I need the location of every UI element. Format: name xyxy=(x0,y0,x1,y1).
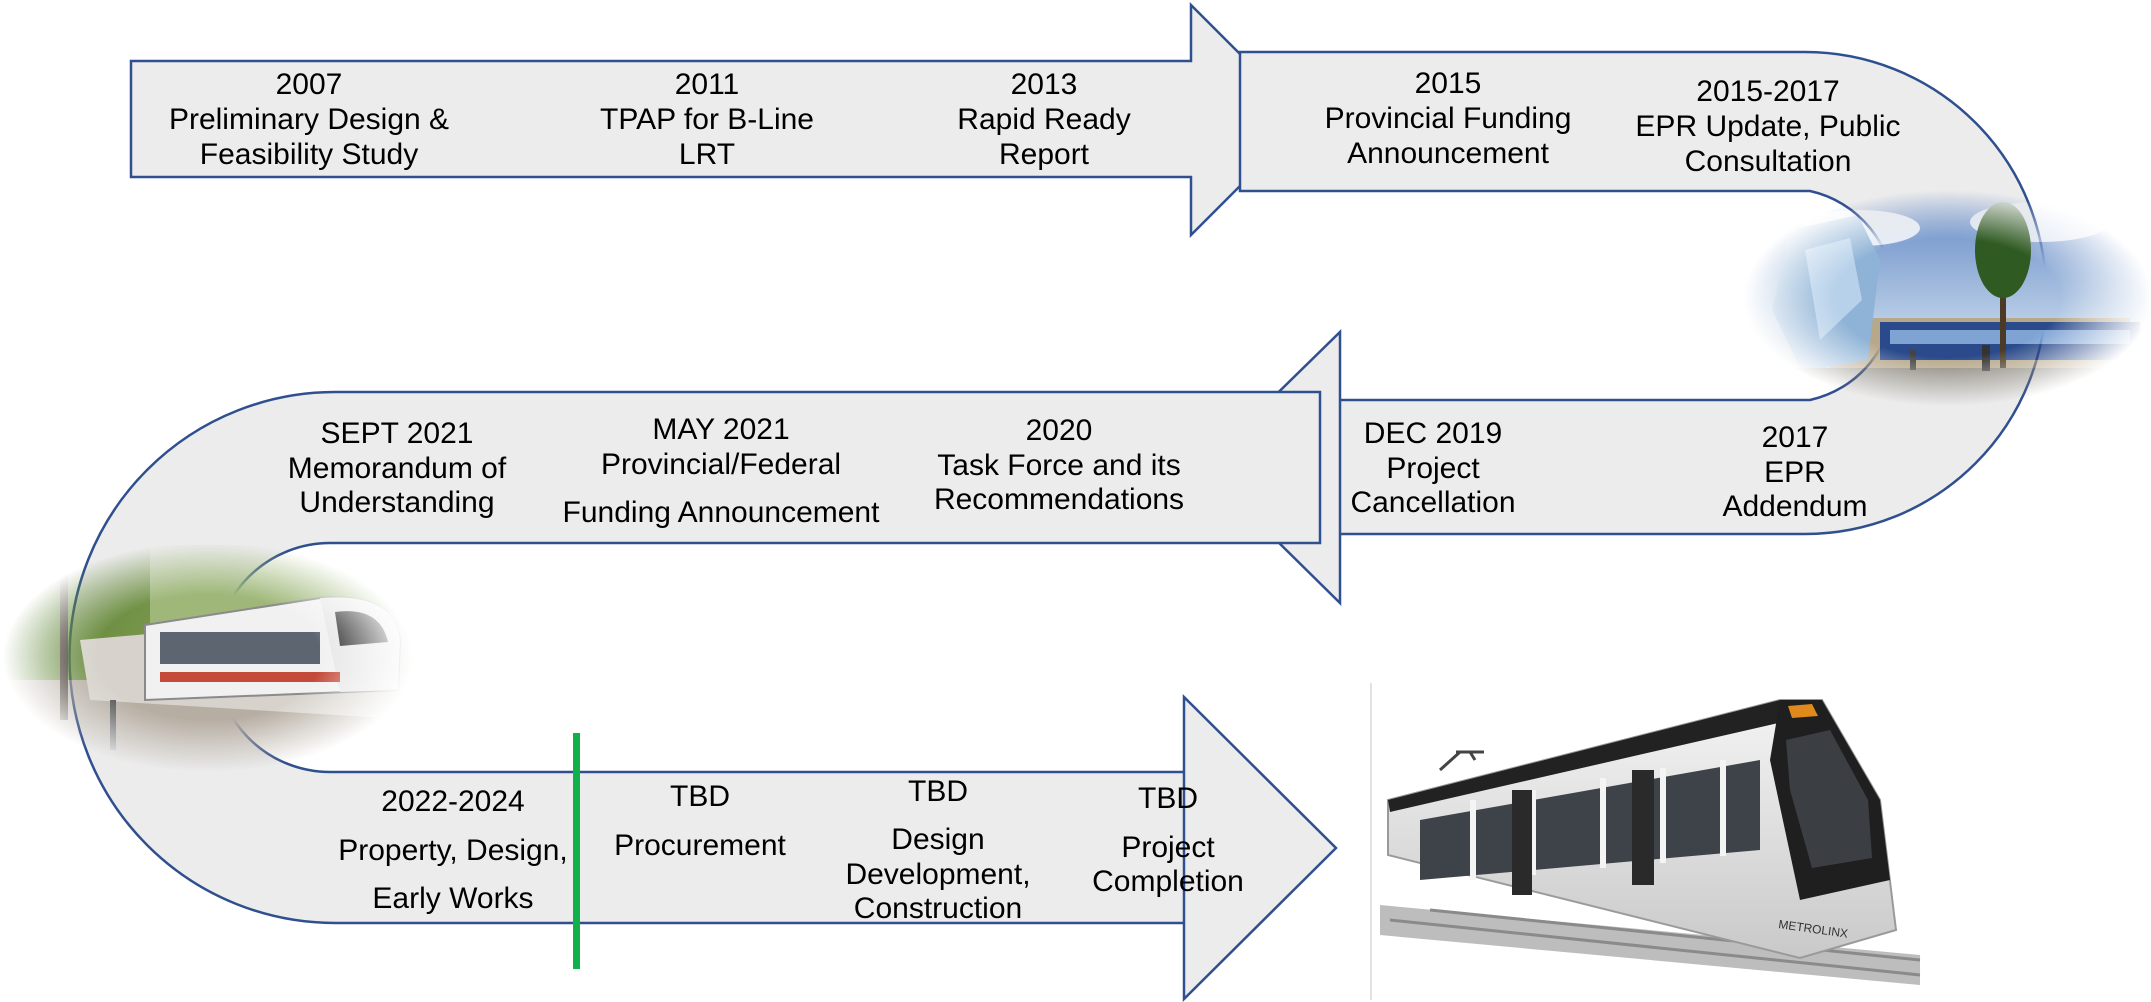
milestone-tbd-design: TBD Design Development, Construction xyxy=(845,775,1030,925)
current-progress-marker xyxy=(573,733,580,969)
milestone-tbd-design-line3: Construction xyxy=(854,892,1022,925)
train-render: METROLINX xyxy=(1370,683,1921,1000)
milestone-2022-2024-line1: Property, Design, xyxy=(338,834,568,867)
milestone-2015-2017: 2015-2017 EPR Update, Public Consultatio… xyxy=(1635,75,1900,178)
milestone-may-2021-year: MAY 2021 xyxy=(652,413,789,446)
milestone-2007-line1: Preliminary Design & xyxy=(169,103,449,136)
milestone-may-2021-line2: Funding Announcement xyxy=(563,496,881,529)
milestone-tbd-design-line1: Design xyxy=(891,823,984,856)
milestone-tbd-design-year: TBD xyxy=(908,775,968,808)
milestone-may-2021: MAY 2021 Provincial/Federal Funding Anno… xyxy=(563,413,881,529)
milestone-tbd-completion-line1: Project xyxy=(1121,831,1215,864)
milestone-2022-2024: 2022-2024 Property, Design, Early Works xyxy=(338,785,568,915)
milestone-2007: 2007 Preliminary Design & Feasibility St… xyxy=(169,68,449,171)
milestone-2020-line2: Recommendations xyxy=(934,483,1184,516)
milestone-2007-year: 2007 xyxy=(276,68,343,101)
milestone-tbd-procurement-year: TBD xyxy=(670,780,730,813)
milestone-tbd-procurement-line1: Procurement xyxy=(614,829,786,862)
milestone-2022-2024-line2: Early Works xyxy=(372,882,533,915)
milestone-2011-year: 2011 xyxy=(675,68,740,101)
milestone-2022-2024-year: 2022-2024 xyxy=(381,785,524,818)
bottom-arrow xyxy=(1182,693,1338,1002)
milestone-2015-line2: Announcement xyxy=(1347,137,1549,170)
left-photo xyxy=(0,545,420,775)
milestone-2013-line2: Report xyxy=(999,138,1090,171)
milestone-may-2021-line1: Provincial/Federal xyxy=(601,448,841,481)
milestone-2020-year: 2020 xyxy=(1026,414,1093,447)
milestone-2013-year: 2013 xyxy=(1011,68,1078,101)
milestone-tbd-completion-year: TBD xyxy=(1138,782,1198,815)
right-photo xyxy=(1740,190,2151,413)
milestone-2011-line2: LRT xyxy=(679,138,735,171)
milestone-2017-line2: Addendum xyxy=(1722,490,1867,523)
milestone-tbd-completion-line2: Completion xyxy=(1092,865,1244,898)
milestone-dec-2019-line2: Cancellation xyxy=(1350,486,1515,519)
milestone-dec-2019-line1: Project xyxy=(1386,452,1480,485)
milestone-2017-year: 2017 xyxy=(1762,421,1829,454)
milestone-2017: 2017 EPR Addendum xyxy=(1722,421,1867,523)
milestone-2020-line1: Task Force and its xyxy=(937,449,1180,482)
milestone-2013-line1: Rapid Ready xyxy=(957,103,1130,136)
milestone-2011-line1: TPAP for B-Line xyxy=(600,103,814,136)
milestone-2015-2017-line1: EPR Update, Public xyxy=(1635,110,1900,143)
milestone-dec-2019-year: DEC 2019 xyxy=(1364,417,1502,450)
milestone-2015: 2015 Provincial Funding Announcement xyxy=(1325,67,1572,170)
milestone-2015-2017-year: 2015-2017 xyxy=(1696,75,1839,108)
milestone-2013: 2013 Rapid Ready Report xyxy=(957,68,1130,171)
milestone-dec-2019: DEC 2019 Project Cancellation xyxy=(1350,417,1515,519)
milestone-2020: 2020 Task Force and its Recommendations xyxy=(934,414,1184,516)
milestone-2015-year: 2015 xyxy=(1415,67,1482,100)
milestone-tbd-procurement: TBD Procurement xyxy=(614,780,786,862)
milestone-tbd-design-line2: Development, xyxy=(845,858,1030,891)
milestone-sept-2021-line2: Understanding xyxy=(299,486,494,519)
milestone-2011: 2011 TPAP for B-Line LRT xyxy=(600,68,814,171)
milestone-sept-2021-year: SEPT 2021 xyxy=(321,417,474,450)
milestone-labels: 2007 Preliminary Design & Feasibility St… xyxy=(169,67,1901,925)
milestone-sept-2021: SEPT 2021 Memorandum of Understanding xyxy=(288,417,507,519)
milestone-tbd-completion: TBD Project Completion xyxy=(1092,782,1244,898)
milestone-2007-line2: Feasibility Study xyxy=(200,138,418,171)
milestone-sept-2021-line1: Memorandum of xyxy=(288,452,507,485)
milestone-2015-2017-line2: Consultation xyxy=(1685,145,1852,178)
milestone-2015-line1: Provincial Funding xyxy=(1325,102,1572,135)
milestone-2017-line1: EPR xyxy=(1764,456,1826,489)
